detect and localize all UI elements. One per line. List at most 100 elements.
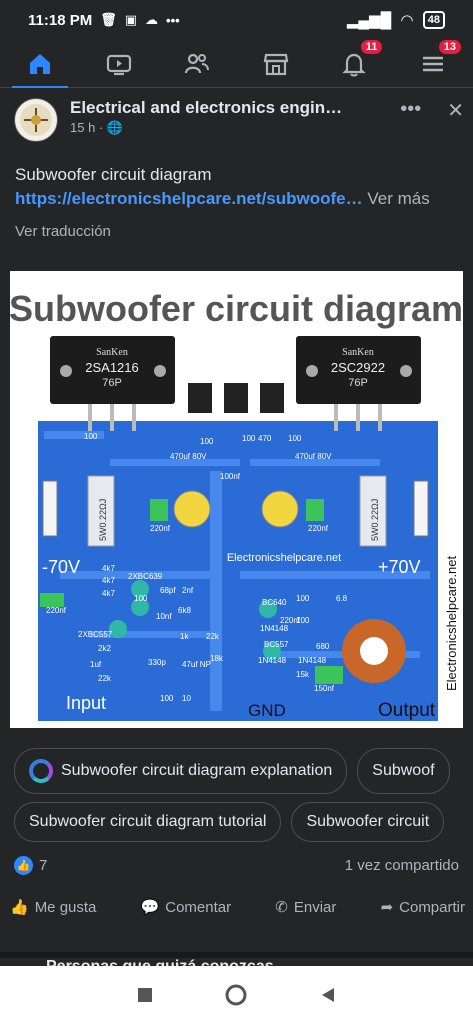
component-label: 47uf NP [182,660,211,669]
meta-ai-icon [29,759,53,783]
send-button[interactable]: ✆ Enviar [275,898,337,917]
comment-button[interactable]: 💬 Comentar [140,898,232,917]
suggestion-chip[interactable]: Subwoof [357,748,450,794]
home-button-icon[interactable] [224,983,248,1007]
menu-icon [422,56,443,71]
diagram-title: Subwoofer circuit diagram [10,288,463,329]
back-button-icon[interactable] [318,985,338,1005]
component-label: 4k7 [102,576,115,585]
component-label: 100nf [220,472,241,481]
suggestion-chip[interactable]: Subwoofer circuit diagram tutorial [14,802,282,842]
menu-badge: 13 [438,39,461,54]
post-body: Subwoofer circuit diagram https://electr… [15,163,465,211]
status-bar: 11:18 PM 🗑 ▣ ☁ ••• ▂▄▆█ ◠ 48 [0,0,473,40]
component-label: 2XBC557 [78,630,113,639]
signal-icon: ▂▄▆█ [346,12,392,29]
circuit-diagram-image[interactable]: Subwoofer circuit diagram SanKen 2SA1216… [10,271,463,728]
feed-post: Electrical and electronics engin… 15 h ·… [0,88,473,952]
component-label: 330p [148,658,166,667]
circuit-logo-icon [20,104,52,136]
comment-icon: 💬 [140,899,160,916]
see-more-link[interactable]: Ver más [367,189,430,208]
suggestion-row-2: Subwoofer circuit diagram tutorial Subwo… [14,802,473,842]
recents-button-icon[interactable] [135,985,155,1005]
tab-marketplace[interactable] [258,46,294,82]
component-label: 100 [134,594,148,603]
watermark-vertical: Electronicshelpcare.net [444,555,459,691]
more-options-icon[interactable]: ••• [400,98,422,120]
delete-icon: 🗑 [100,12,117,27]
share-count[interactable]: 1 vez compartido [344,857,459,874]
component-label: 220nf [150,524,171,533]
input-label: Input [66,693,106,713]
component-label: 470uf 80V [295,452,332,461]
like-button[interactable]: 👍 Me gusta [10,898,97,917]
component-label: 100 [296,594,310,603]
component-label: 1N4148 [260,624,289,633]
post-actions: 👍 Me gusta 💬 Comentar ✆ Enviar ➦ Compart… [10,898,465,917]
component-label: 680 [316,642,330,651]
component-label: 100 [242,434,256,443]
component-label: 22k [206,632,220,641]
cloud-icon: ☁ [145,12,159,27]
tab-watch[interactable] [101,46,137,82]
post-header: Electrical and electronics engin… 15 h ·… [14,98,464,142]
component-label: 100 [160,694,174,703]
tab-friends[interactable] [179,46,215,82]
reaction-summary: 👍 7 1 vez compartido [14,856,459,875]
more-dots-icon: ••• [166,12,180,28]
tab-home[interactable] [12,46,68,89]
component-label: 220nf [46,606,67,615]
share-button[interactable]: ➦ Compartir [380,898,465,917]
status-time: 11:18 PM [28,11,93,29]
component-label: 100 [288,434,302,443]
like-count[interactable]: 7 [39,857,48,874]
component-label: 6.8 [336,594,348,603]
component-label: 220nf [280,616,301,625]
component-label: 22k [98,674,112,683]
component-label: 100 [200,437,214,446]
post-link[interactable]: https://electronicshelpcare.net/subwoofe… [15,189,363,208]
component-label: 1N4148 [258,656,287,665]
suggestion-row-1: Subwoofer circuit diagram explanation Su… [14,748,473,794]
wifi-icon: ◠ [401,12,413,29]
component-label: 1k [180,632,189,641]
suggestion-chip[interactable]: Subwoofer circuit diagram explanation [14,748,348,794]
component-label: 4k7 [102,589,115,598]
component-label: 2nf [182,586,194,595]
friends-icon [185,53,210,73]
see-translation-link[interactable]: Ver traducción [15,223,111,240]
tab-menu[interactable]: 13 [415,39,461,82]
system-navigation [0,966,473,1024]
top-navigation: 11 13 [0,39,473,89]
globe-icon: 🌐 [106,120,124,135]
group-avatar[interactable] [14,98,58,142]
component-label: 4k7 [102,564,115,573]
component-label: 150nf [314,684,335,693]
left-transistor-code: 76P [102,377,122,389]
component-label: 470 [258,434,272,443]
component-label: 68pf [160,586,176,595]
component-label: 10 [182,694,191,703]
right-transistor-code: 76P [348,377,368,389]
suggestion-chip[interactable]: Subwoofer circuit [291,802,445,842]
output-label: Output [378,700,436,721]
component-label: BC640 [262,598,287,607]
group-name[interactable]: Electrical and electronics engin… [70,98,343,117]
close-icon[interactable]: ✕ [447,100,464,122]
component-label: 2XBC639 [128,572,163,581]
thumbs-up-icon: 👍 [10,899,29,916]
home-icon [30,53,50,74]
right-power-resistor: 5W0.22ΩJ [370,499,380,541]
component-label: 15k [296,670,310,679]
component-label: 1uf [90,660,102,669]
tab-notifications[interactable]: 11 [336,39,383,82]
component-label: BC557 [264,640,289,649]
left-power-resistor: 5W0.22ΩJ [98,499,108,541]
gnd-label: GND [248,701,286,720]
component-label: 100 [296,616,310,625]
component-label: 100 [84,432,98,441]
right-transistor-label: 2SC2922 [331,360,385,375]
component-label: 470uf 80V [170,452,207,461]
component-label: 2k2 [98,644,111,653]
